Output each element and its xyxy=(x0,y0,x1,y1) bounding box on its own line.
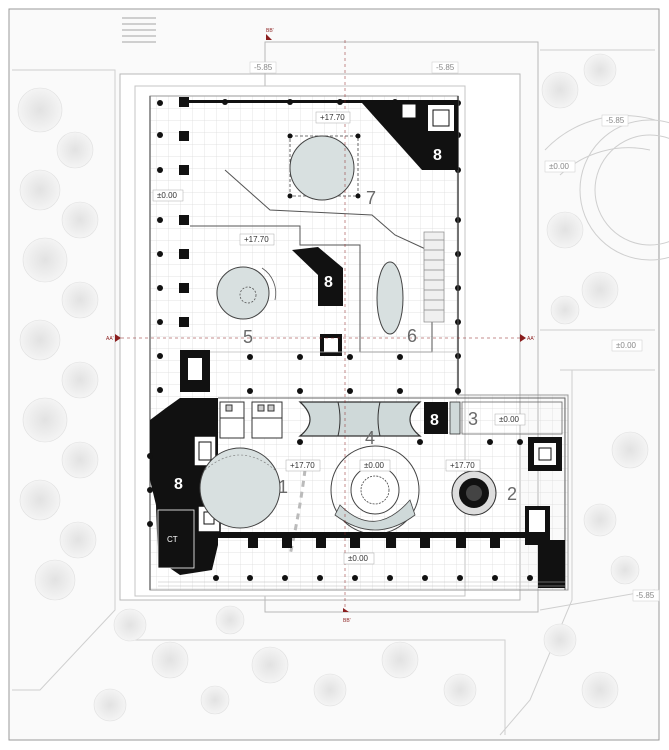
level-text-hall-left: +17.70 xyxy=(290,461,315,470)
section-mark-bottom-arrow xyxy=(343,608,349,612)
core-east xyxy=(424,402,448,434)
zone-number-8-east: 8 xyxy=(430,412,439,429)
level-text-upper-north: +17.70 xyxy=(320,113,345,122)
ct-label: CT xyxy=(167,535,178,544)
section-mark-left-arrow xyxy=(115,334,121,342)
hall-wall xyxy=(218,397,566,590)
zone-number-8-ne: 8 xyxy=(433,147,442,164)
zone-number-4: 4 xyxy=(365,428,375,448)
zone-number-1: 1 xyxy=(278,477,288,497)
level-tag-south: ±0.00 xyxy=(343,552,375,565)
zone-number-3: 3 xyxy=(468,409,478,429)
zone-number-8-west: 8 xyxy=(174,476,183,493)
ct-room xyxy=(157,509,195,569)
core-ne-stair xyxy=(426,103,456,133)
east-stair-upper-inner xyxy=(538,447,552,461)
level-tag-outer-br: -5.85 xyxy=(632,589,660,602)
level-tag-zone3: ±0.00 xyxy=(494,413,526,426)
hall-columns xyxy=(297,439,523,445)
glass-bridge-ribs xyxy=(337,401,381,437)
wc-block xyxy=(219,401,283,439)
level-tag-hall-left: +17.70 xyxy=(285,459,321,472)
east-stair-upper-void xyxy=(534,443,556,465)
section-mark-top-arrow xyxy=(266,34,272,40)
level-text-hall-right: +17.70 xyxy=(450,461,475,470)
south-colonnade xyxy=(147,453,533,581)
core-east-glass xyxy=(449,401,461,435)
level-text-outer-br: -5.85 xyxy=(636,591,655,600)
level-tag-east-1: ±0.00 xyxy=(544,160,576,173)
zone-number-8-mid: 8 xyxy=(324,274,333,291)
level-tag-upper-mid: +17.70 xyxy=(239,233,275,246)
level-text-east-1: ±0.00 xyxy=(549,162,570,171)
level-tag-hall-center: ±0.00 xyxy=(359,459,391,472)
east-ramp xyxy=(423,231,445,323)
level-text-upper-mid: +17.70 xyxy=(244,235,269,244)
level-text-west: ±0.00 xyxy=(157,191,178,200)
level-text-outer-right: -5.85 xyxy=(606,116,625,125)
level-tag-outer-tr: -5.85 xyxy=(431,61,459,74)
level-tag-west: ±0.00 xyxy=(152,189,184,202)
zone-number-5: 5 xyxy=(243,327,253,347)
zone1-tree-pattern xyxy=(204,454,276,471)
spiral-stair-mid xyxy=(350,465,400,515)
level-text-zone3: ±0.00 xyxy=(499,415,520,424)
spiral-stair-glass xyxy=(334,499,416,531)
level-tag-hall-right: +17.70 xyxy=(445,459,481,472)
east-stair-lower-void xyxy=(529,510,545,532)
level-tag-east-2: ±0.00 xyxy=(611,339,643,352)
skylight-ellipse xyxy=(376,261,404,335)
middle-colonnade xyxy=(180,350,461,394)
zone-number-7: 7 xyxy=(366,188,376,208)
level-text-hall-center: ±0.00 xyxy=(364,461,385,470)
section-mark-bottom: BB' xyxy=(343,618,351,624)
skylight-north xyxy=(289,135,355,201)
section-mark-top: BB' xyxy=(266,28,274,34)
trees xyxy=(17,53,649,722)
skylight-columns xyxy=(287,133,361,199)
section-mark-left: AA' xyxy=(106,336,114,342)
glass-bridge xyxy=(298,401,422,437)
core-west-lift xyxy=(198,441,212,461)
skylight-zone5-arc xyxy=(261,267,277,301)
core-mid-lower-void xyxy=(324,338,338,352)
spiral-stair-inner xyxy=(360,475,390,505)
core-ne-lift xyxy=(432,109,450,127)
stair-hatch xyxy=(122,17,156,43)
zone-number-2: 2 xyxy=(507,484,517,504)
section-mark-right-arrow xyxy=(520,334,526,342)
skylight-zone5 xyxy=(216,266,270,320)
core-ne-shaft xyxy=(401,103,417,119)
zone3-room xyxy=(461,401,563,435)
level-tag-outer-tl: -5.85 xyxy=(249,61,277,74)
skylight-zone1 xyxy=(199,447,281,529)
core-mid xyxy=(292,247,343,306)
level-text-east-2: ±0.00 xyxy=(616,341,637,350)
level-text-south: ±0.00 xyxy=(348,554,369,563)
level-text-outer-tl: -5.85 xyxy=(254,63,273,72)
south-steps xyxy=(158,581,565,587)
level-tag-outer-right: -5.85 xyxy=(601,114,629,127)
lift-round-inner xyxy=(466,485,482,501)
section-mark-right: AA' xyxy=(527,336,535,342)
level-text-outer-tr: -5.85 xyxy=(436,63,455,72)
level-tag-upper-north: +17.70 xyxy=(315,111,351,124)
zone-number-6: 6 xyxy=(407,326,417,346)
skylight-zone5-inner xyxy=(239,286,257,304)
